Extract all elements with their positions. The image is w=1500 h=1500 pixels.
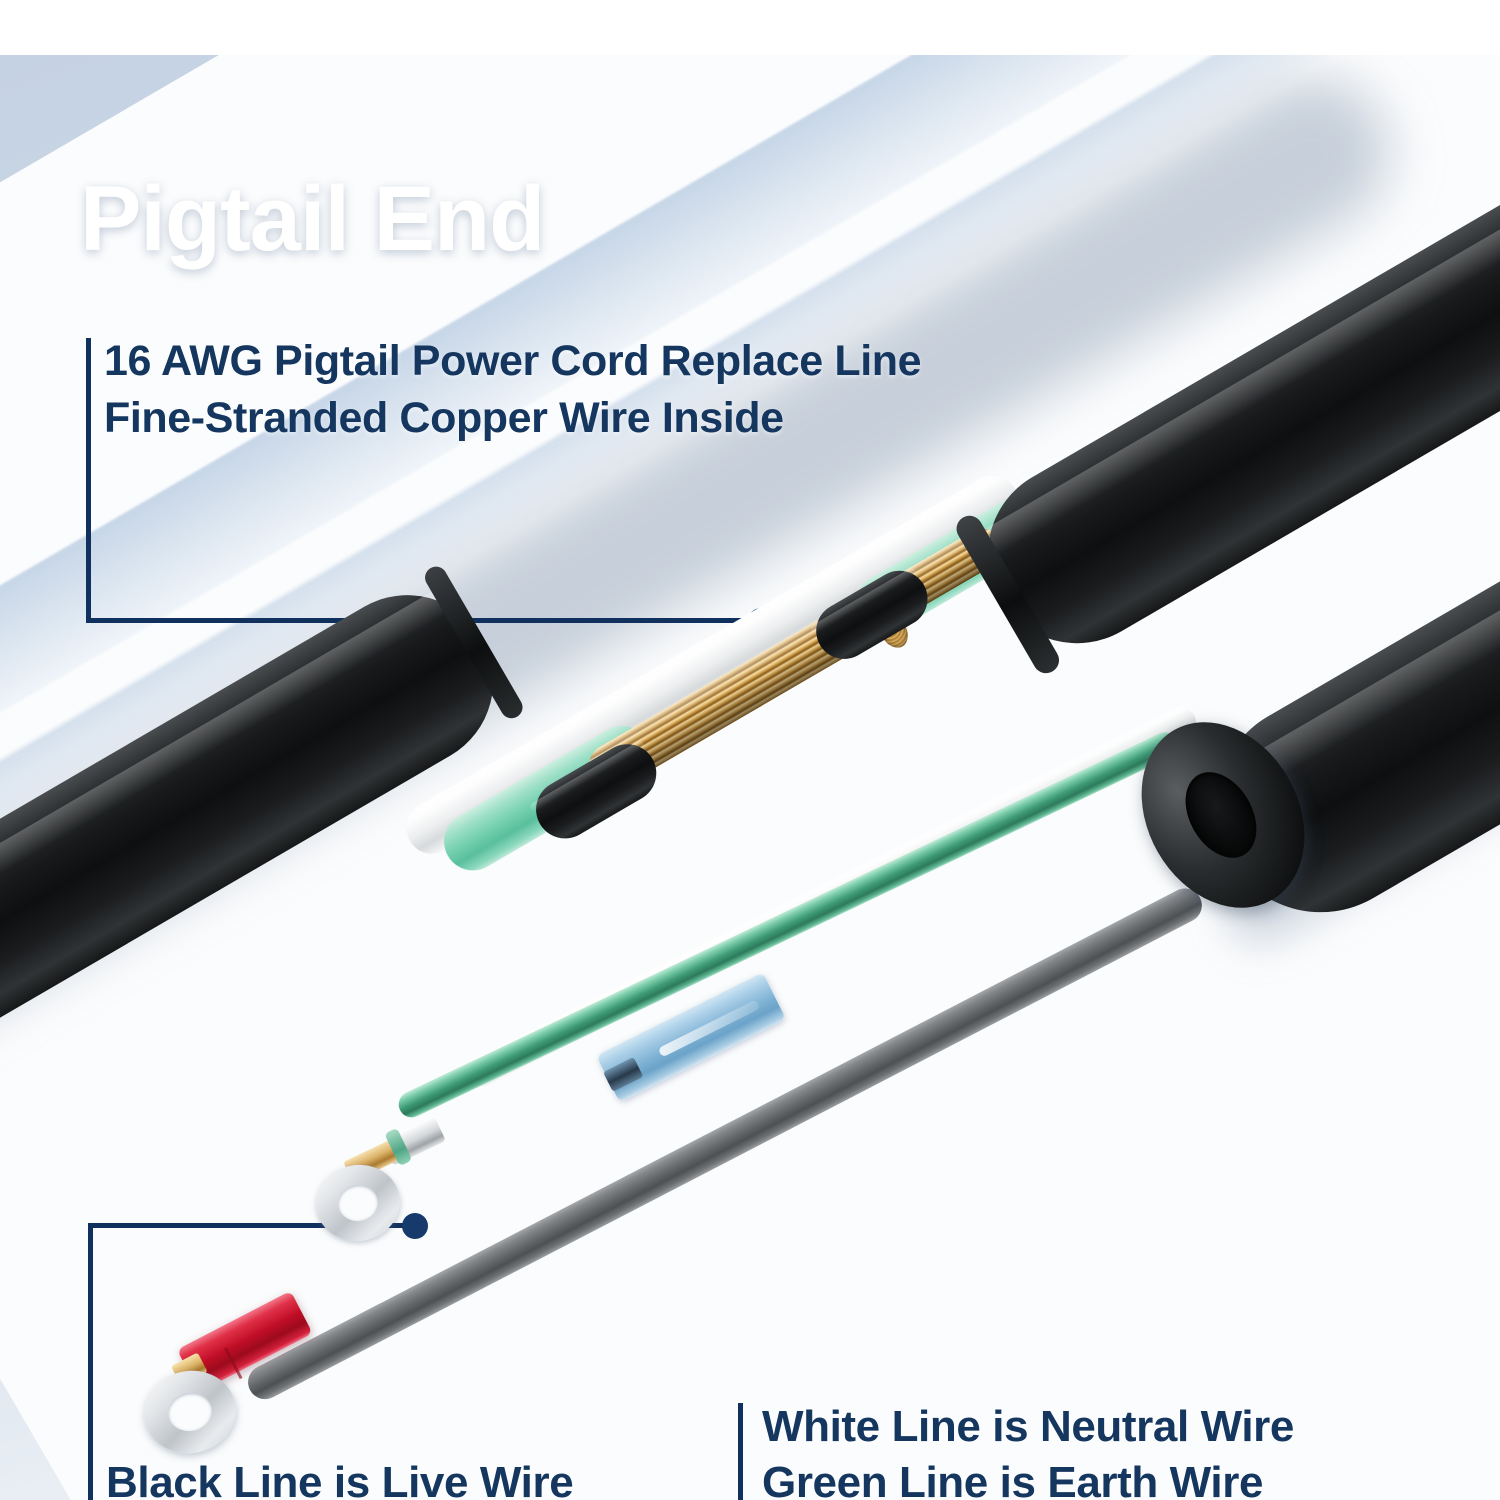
page-title: Pigtail End: [80, 168, 545, 270]
subtitle-line-1: 16 AWG Pigtail Power Cord Replace Line: [104, 337, 922, 385]
label-black-live-wire: Black Line is Live Wire: [106, 1458, 574, 1500]
subtitle-block: 16 AWG Pigtail Power Cord Replace Line F…: [104, 333, 922, 447]
callout-white-green-bracket: [738, 1403, 743, 1500]
white-wire-spade-terminal: [596, 972, 820, 1135]
label-green-earth-wire: Green Line is Earth Wire: [762, 1458, 1264, 1500]
callout-black-horizontal-line: [88, 1223, 418, 1228]
background-gradient: Pigtail End 16 AWG Pigtail Power Cord Re…: [0, 55, 1500, 1500]
callout-black-vertical-line: [88, 1223, 93, 1500]
green-wire-terminal-group: [300, 1085, 540, 1248]
black-wire-terminal-group: [136, 1285, 450, 1475]
callout-black-dot: [402, 1213, 428, 1239]
label-white-green-wires: White Line is Neutral Wire Green Line is…: [762, 1399, 1294, 1500]
callout-copper-vertical-line: [86, 338, 91, 623]
subtitle-line-2: Fine-Stranded Copper Wire Inside: [104, 393, 784, 442]
label-white-neutral-wire: White Line is Neutral Wire: [762, 1402, 1294, 1451]
strain-relief-grommet: [1109, 692, 1378, 938]
